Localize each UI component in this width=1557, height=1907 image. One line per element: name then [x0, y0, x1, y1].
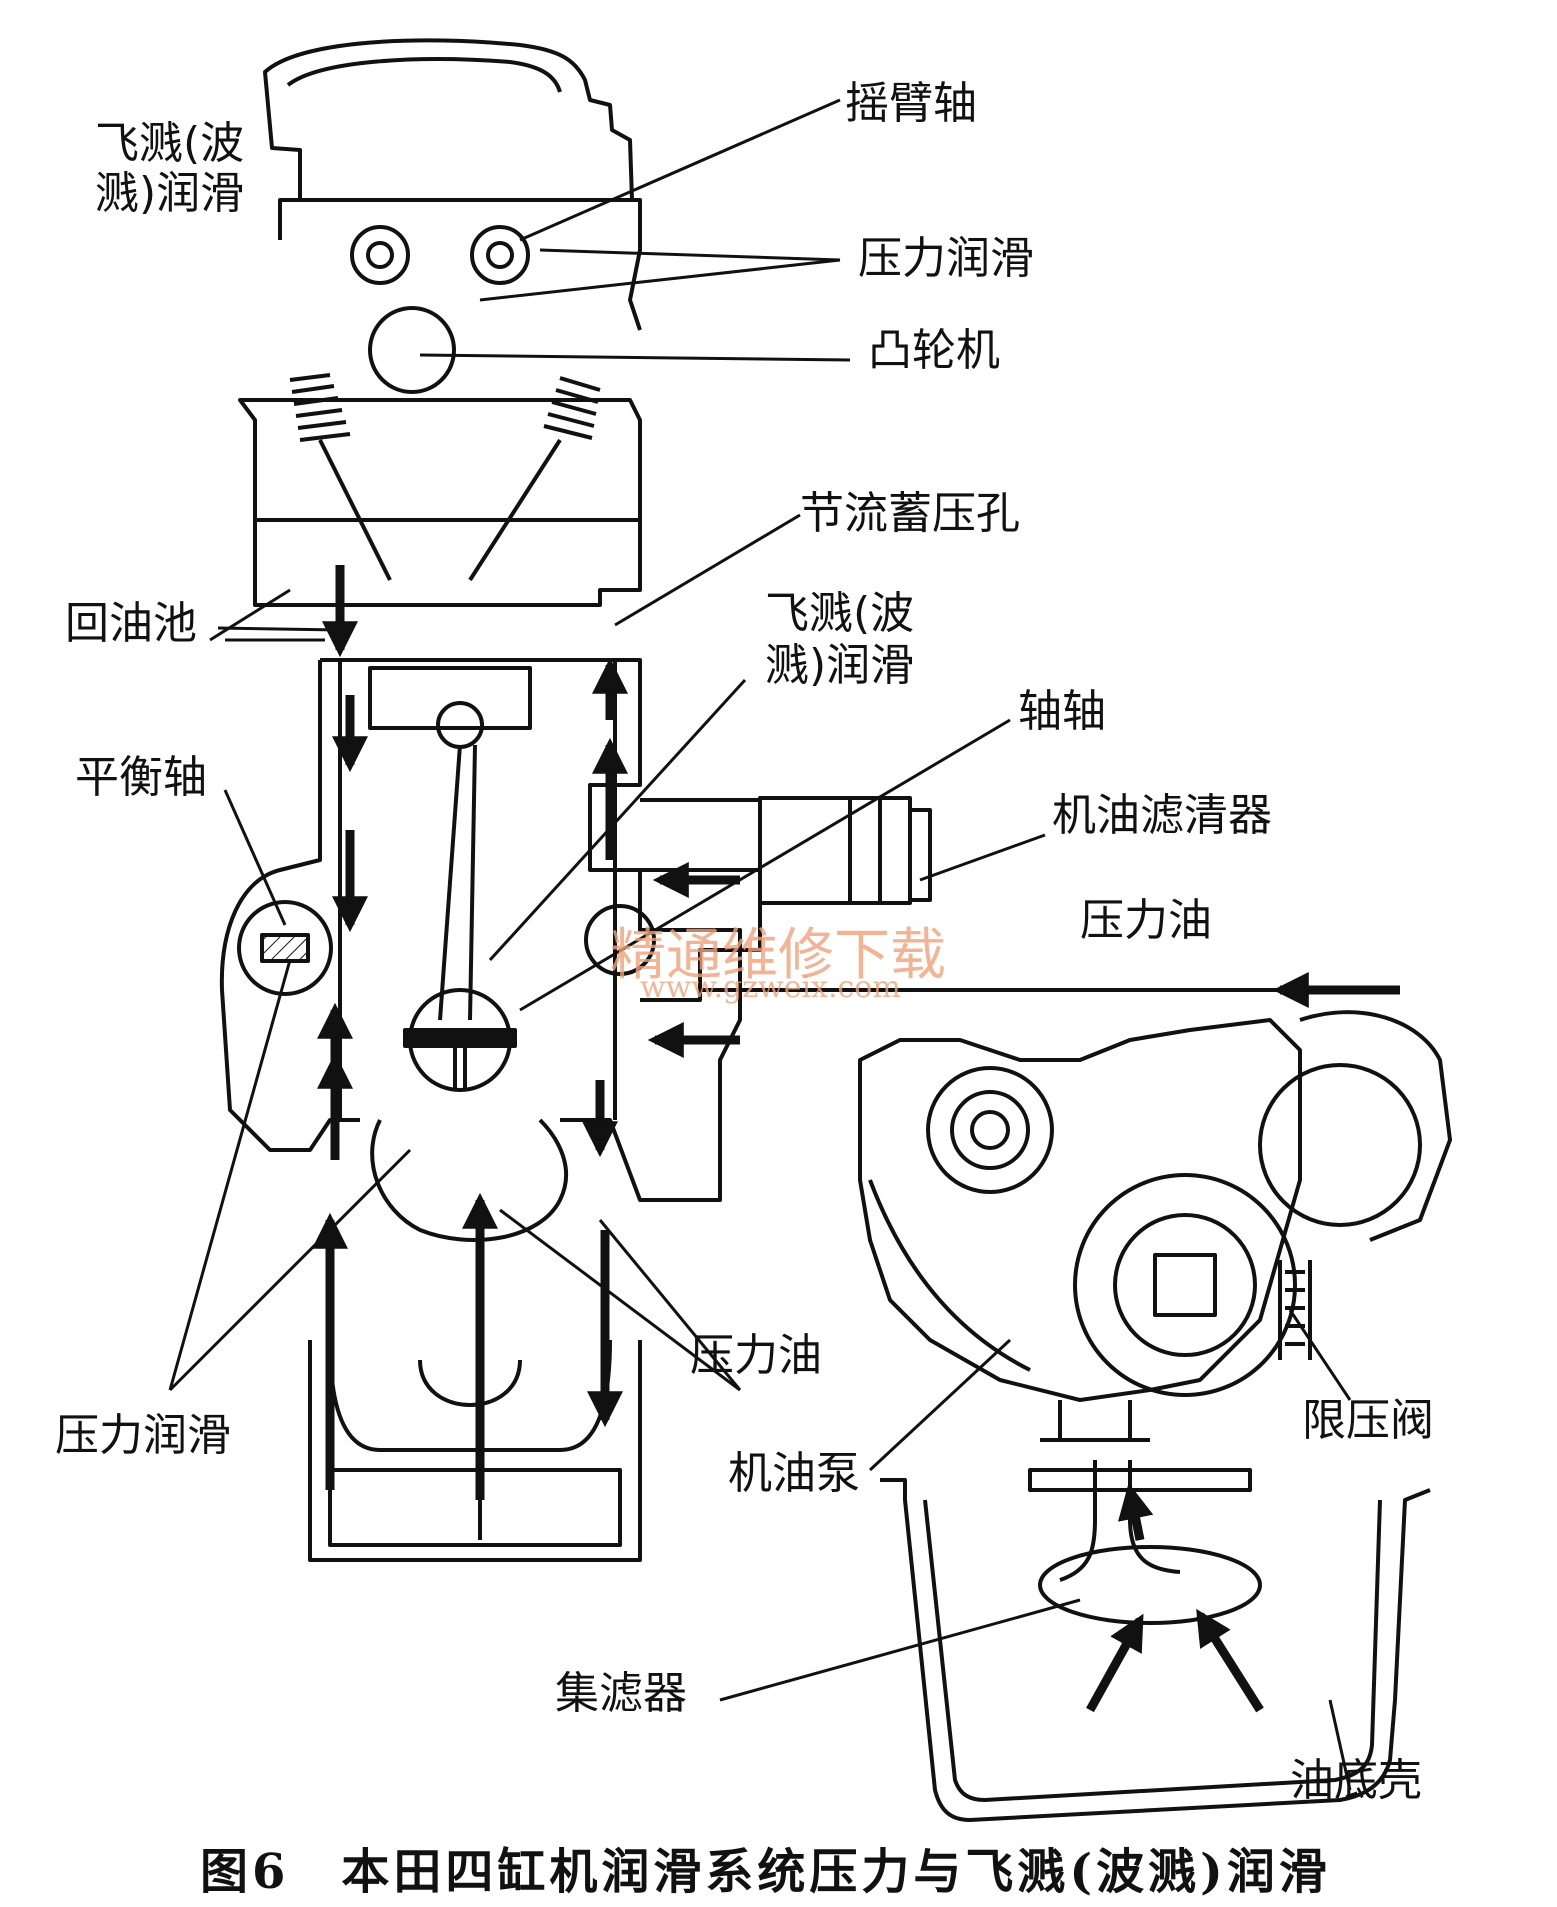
- oil-filter-body: [640, 796, 932, 1002]
- figure-caption: 图6 本田四缸机润滑系统压力与飞溅(波溅)润滑: [200, 1844, 1331, 1900]
- flow-arrows: [312, 565, 1400, 1713]
- label-pressure-lube-top: 压力润滑: [858, 233, 1034, 284]
- oil-passage: [584, 904, 656, 976]
- label-strainer: 集滤器: [555, 1668, 687, 1719]
- cylinder-head: [238, 198, 642, 607]
- label-oil-pump: 机油泵: [728, 1448, 860, 1499]
- label-pressure-lube-left: 压力润滑: [55, 1410, 231, 1461]
- oil-pan-outline: [880, 1478, 1431, 1822]
- valve-spring-left: [289, 373, 392, 581]
- pickup-tube: [1038, 1400, 1262, 1625]
- label-relief-valve: 限压阀: [1302, 1395, 1434, 1446]
- label-return-pool: 回油池: [65, 598, 197, 649]
- label-shaft: 轴轴: [1018, 686, 1106, 737]
- pan-rim: [1028, 1468, 1252, 1492]
- balance-shaft: [237, 900, 333, 996]
- label-rocker-shaft: 摇臂轴: [845, 78, 977, 129]
- oil-pump-assembly: [858, 1010, 1452, 1402]
- crankcase: [308, 1339, 642, 1562]
- label-oil-pan: 油底壳: [1290, 1755, 1422, 1806]
- label-oil-filter: 机油滤清器: [1052, 790, 1272, 841]
- label-balance-shaft: 平衡轴: [75, 752, 207, 803]
- label-splash-lube-mid-line1: 飞溅(波: [765, 588, 915, 639]
- valve-cover: [263, 38, 634, 202]
- label-splash-lube-top-line1: 飞溅(波: [95, 118, 245, 169]
- watermark-text: 精通维修下载: [610, 923, 946, 988]
- label-pressure-oil-right: 压力油: [1080, 895, 1212, 946]
- label-splash-lube-mid-line2: 溅)润滑: [765, 640, 915, 691]
- oil-pan-inner: [923, 1499, 1382, 1802]
- label-camshaft: 凸轮机: [868, 325, 1000, 376]
- label-throttle-hole: 节流蓄压孔: [800, 488, 1020, 539]
- valve-spring-right: [468, 376, 601, 582]
- watermark-url: www.gzweix.com: [640, 970, 901, 1005]
- label-splash-lube-top-line2: 溅)润滑: [95, 168, 245, 219]
- label-pressure-oil-bottom: 压力油: [690, 1330, 822, 1381]
- leader-lines: [168, 98, 1352, 1791]
